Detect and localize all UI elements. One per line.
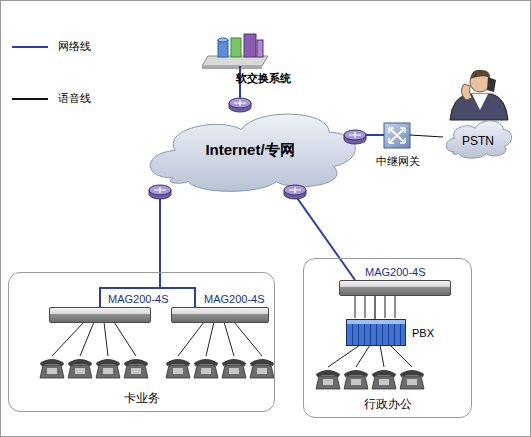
legend-text: 语音线 (58, 92, 91, 105)
softswitch-icon (202, 34, 268, 69)
pstn-cloud: PSTN (443, 114, 513, 160)
node-label: PSTN (462, 135, 494, 148)
node-label: Internet/专网 (205, 141, 294, 159)
phone-wires (52, 294, 412, 367)
gateway-icon (384, 123, 410, 148)
network-line (100, 195, 160, 307)
caller-figure (450, 70, 508, 120)
node-label: PBX (412, 327, 434, 340)
node-label: 软交换系统 (236, 72, 291, 85)
node-label: 中继网关 (376, 155, 420, 168)
device-label: MAG200-4S (204, 293, 265, 306)
legend-line-sample (12, 40, 50, 54)
device-label: MAG200-4S (108, 293, 169, 306)
network-cloud: Internet/专网 (140, 100, 360, 195)
trunk-gateway: 中继网关 (384, 123, 410, 148)
group-title: 行政办公 (364, 397, 412, 411)
network-line (295, 195, 355, 280)
voice-line (410, 135, 443, 137)
group-box: 卡业务MAG200-4SMAG200-4S (8, 272, 275, 412)
gateway-device: MAG200-4S (49, 307, 151, 323)
softswitch: 软交换系统 (206, 36, 266, 66)
network-line (160, 195, 195, 307)
legend-text: 网络线 (58, 40, 91, 53)
phone-sets (40, 359, 424, 389)
voice-line (374, 296, 375, 319)
device-label: MAG200-4S (365, 266, 426, 279)
group-title: 卡业务 (124, 391, 160, 405)
gateway-device: MAG200-4S (339, 280, 451, 296)
group-box: 行政办公 MAG200-4S PBX (303, 258, 472, 418)
gateway-device: MAG200-4S (171, 307, 269, 323)
pbx-box: PBX (346, 319, 406, 346)
legend-line-sample (12, 92, 50, 106)
